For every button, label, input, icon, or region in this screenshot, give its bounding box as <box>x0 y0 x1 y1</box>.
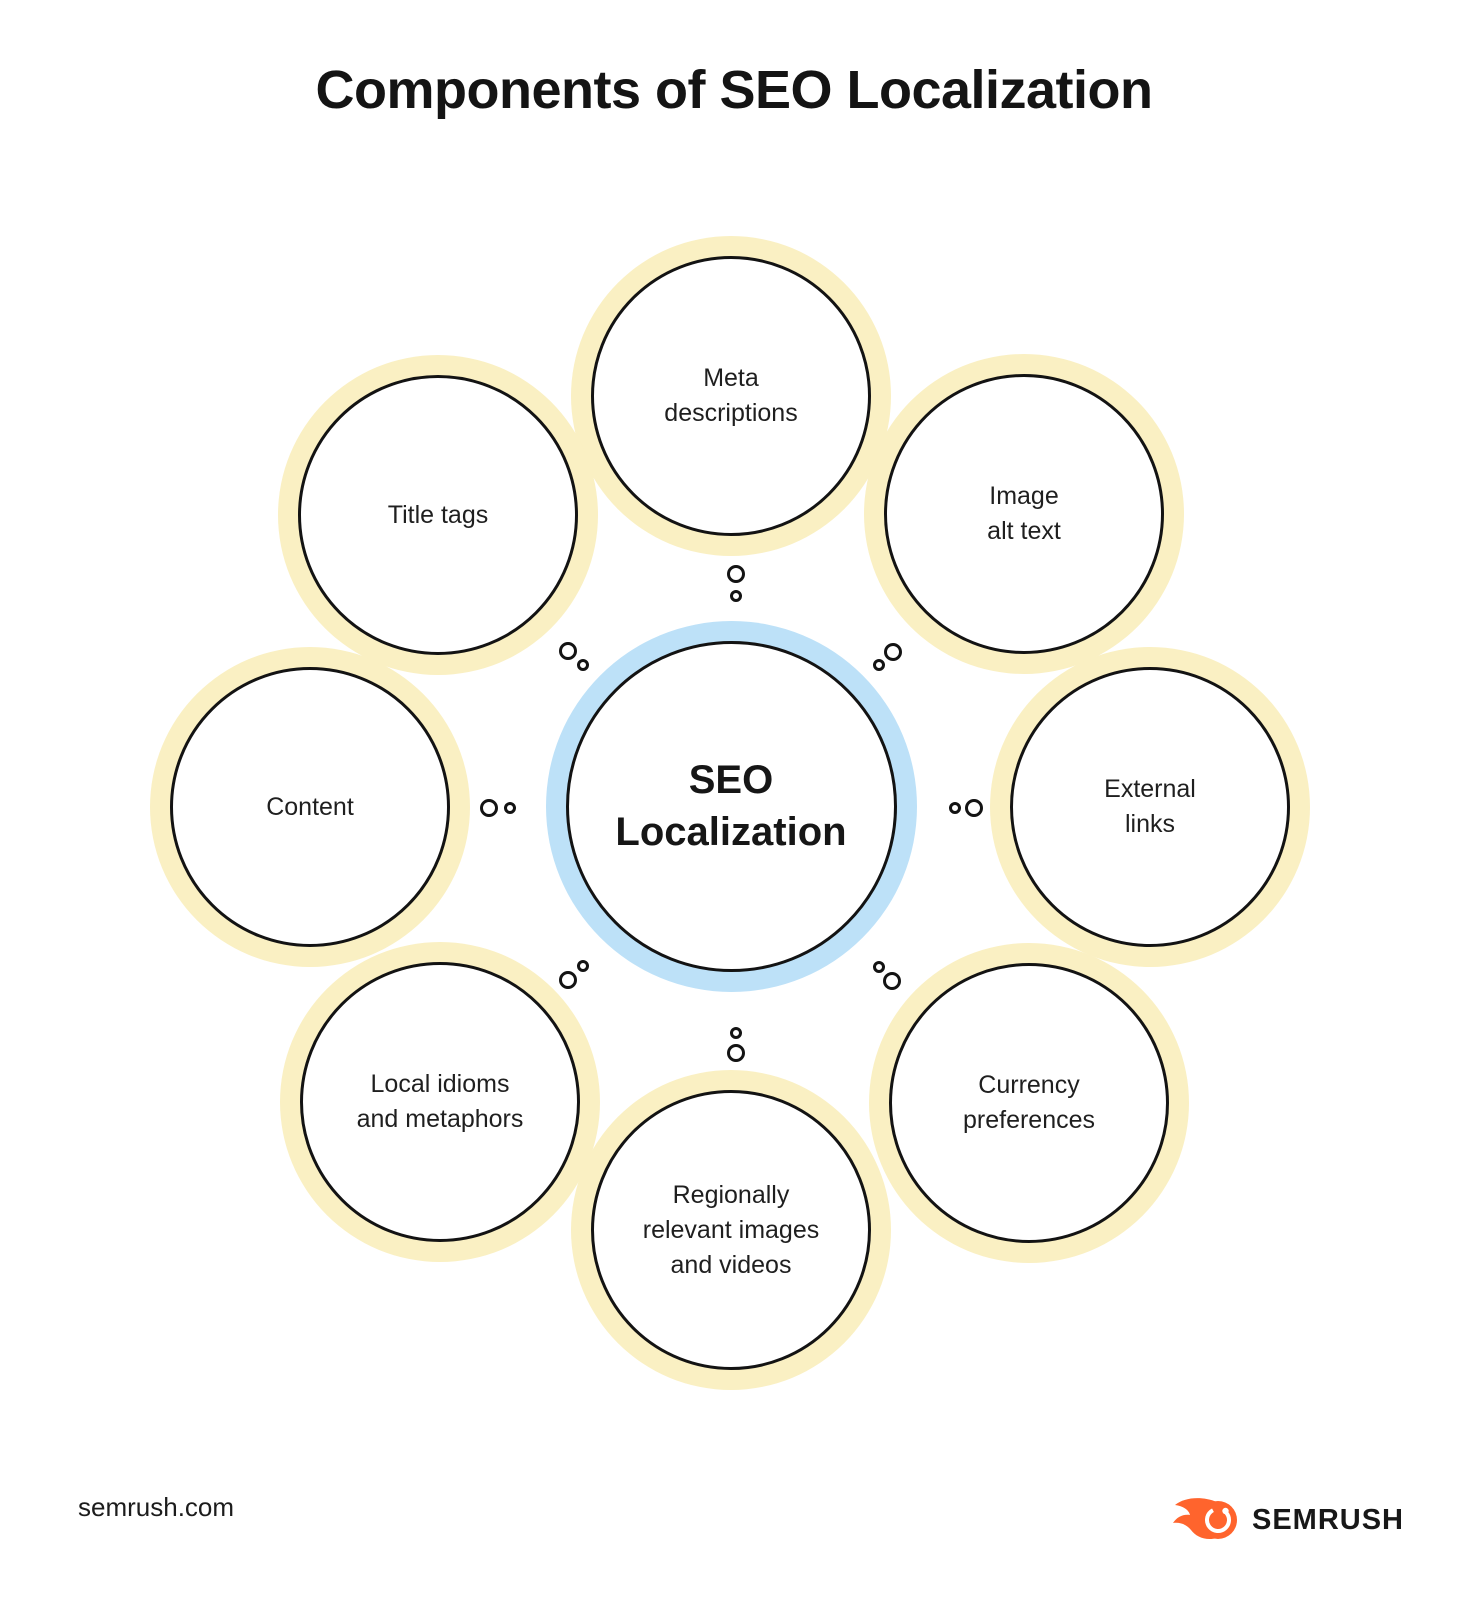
node-currency-preferences: Currency preferences <box>889 963 1169 1243</box>
node-meta-descriptions: Meta descriptions <box>591 256 871 536</box>
node-title-tags: Title tags <box>298 375 578 655</box>
connector-dot-small <box>504 802 516 814</box>
connector-dot-large <box>883 642 902 661</box>
node-label: Image alt text <box>987 482 1061 545</box>
node-image-alt-text: Image alt text <box>884 374 1164 654</box>
connector-dot-small <box>730 590 742 602</box>
semrush-wordmark: SEMRUSH <box>1251 1503 1404 1536</box>
node-regionally-relevant-images-and-videos: Regionally relevant images and videos <box>591 1090 871 1370</box>
node-external-links: External links <box>1010 667 1290 947</box>
node-content: Content <box>170 667 450 947</box>
center-node-label: SEO Localization <box>615 758 847 854</box>
node-local-idioms-and-metaphors: Local idioms and metaphors <box>300 962 580 1242</box>
connector-dot-small <box>949 802 961 814</box>
connector-dot-small <box>577 659 589 671</box>
node-label: Regionally relevant images and videos <box>642 1180 820 1279</box>
node-label: Currency preferences <box>962 1071 1096 1134</box>
connector-dot-large <box>479 798 498 817</box>
connector-dot-large <box>882 971 901 990</box>
center-node-seo-localization: SEO Localization <box>565 640 897 972</box>
connector-dot-small <box>577 960 589 972</box>
connector-dot-small <box>873 659 885 671</box>
page-title: Components of SEO Localization <box>315 60 1153 120</box>
node-label: External links <box>1104 775 1196 838</box>
source-url: semrush.com <box>78 1492 235 1522</box>
node-label: Title tags <box>387 500 489 529</box>
node-label: Meta descriptions <box>664 364 798 427</box>
semrush-flame-icon <box>1172 1498 1237 1540</box>
connector-dot-large <box>964 798 983 817</box>
connector-dot-small <box>730 1027 742 1039</box>
node-label: Local idioms and metaphors <box>356 1070 524 1133</box>
connector-dot-large <box>726 1043 745 1062</box>
connector-dot-large <box>558 641 577 660</box>
node-label: Content <box>266 792 354 821</box>
connector-dot-large <box>558 970 577 989</box>
connector-dot-large <box>726 564 745 583</box>
semrush-logo: SEMRUSH <box>1170 1494 1404 1546</box>
connector-dot-small <box>873 961 885 973</box>
